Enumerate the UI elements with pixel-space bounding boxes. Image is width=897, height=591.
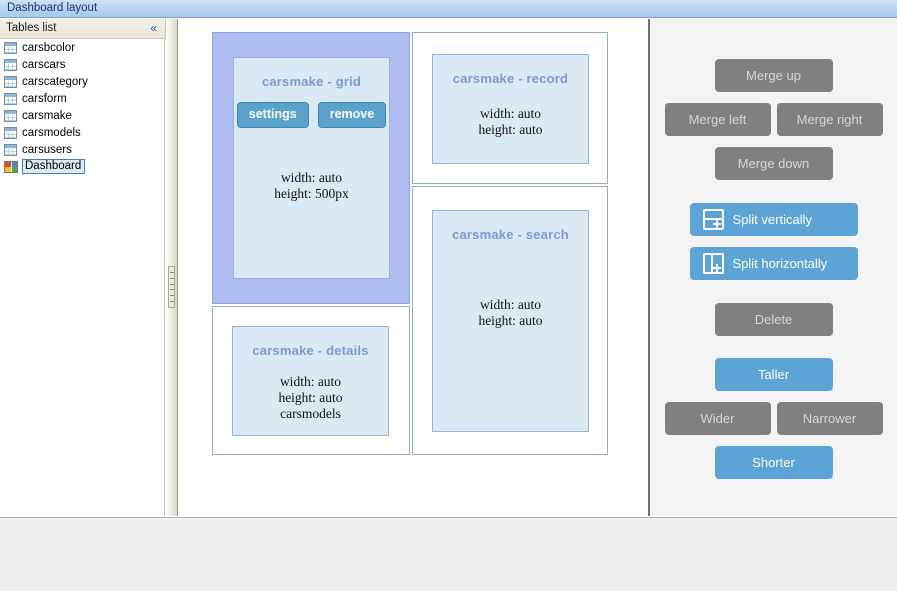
split-vertically-button[interactable]: Split vertically (689, 203, 858, 236)
widget-meta: width: auto height: auto carsmodels (233, 374, 388, 422)
widget-meta-width: width: auto (280, 169, 343, 185)
widget-carsmake-grid[interactable]: carsmake - grid settings remove width: a… (233, 57, 390, 279)
delete-row: Delete (650, 303, 897, 336)
chevron-double-left-icon[interactable]: « (150, 21, 157, 35)
tables-list[interactable]: carsbcolor carscars carscategory carsform ca… (0, 39, 165, 516)
widget-settings-button[interactable]: settings (236, 102, 309, 128)
widget-meta: width: auto height: auto (433, 106, 588, 138)
bottom-toolbar: Project << Back Next >> Build Help Close (0, 517, 897, 591)
split-horizontally-label: Split horizontally (732, 256, 828, 271)
widget-meta-height: height: 500px (274, 185, 349, 201)
tables-list-item-carsusers[interactable]: carsusers (0, 141, 164, 158)
tables-list-item-label: carsform (22, 92, 67, 105)
tables-list-item-dashboard[interactable]: Dashboard (0, 158, 164, 175)
split-horizontally-button[interactable]: Split horizontally (689, 247, 858, 280)
shorter-button[interactable]: Shorter (714, 446, 833, 479)
widget-meta-height: height: auto (478, 313, 543, 328)
dashboard-icon (4, 160, 18, 173)
layout-cell-search[interactable]: carsmake - search width: auto height: au… (412, 186, 608, 455)
delete-button[interactable]: Delete (714, 303, 833, 336)
widget-meta-width: width: auto (479, 106, 542, 121)
merge-down-row: Merge down (650, 147, 897, 180)
table-icon (4, 109, 17, 122)
tables-list-item-label: carsbcolor (22, 41, 76, 54)
narrower-button[interactable]: Narrower (776, 402, 883, 435)
table-icon (4, 92, 17, 105)
widget-title: carsmake - details (252, 343, 369, 358)
layout-cell-record[interactable]: carsmake - record width: auto height: au… (412, 32, 608, 184)
tools-panel: Merge up Merge left Merge right Merge do… (650, 19, 897, 516)
tables-list-item-label: carsmodels (22, 126, 81, 139)
widget-meta: width: auto height: 500px (234, 170, 389, 202)
merge-down-button[interactable]: Merge down (714, 147, 833, 180)
window-title: Dashboard layout (7, 2, 98, 14)
widget-meta-height: height: auto (478, 122, 543, 137)
widget-title: carsmake - grid (261, 74, 362, 89)
tables-list-item-carsmake[interactable]: carsmake (0, 107, 164, 124)
tables-list-item-label: carsmake (22, 109, 72, 122)
table-icon (4, 58, 17, 71)
tables-list-title: Tables list (6, 22, 57, 34)
widget-title: carsmake - record (452, 71, 569, 86)
layout-cell-grid[interactable]: carsmake - grid settings remove width: a… (212, 32, 410, 304)
table-icon (4, 75, 17, 88)
window-titlebar: Dashboard layout (0, 0, 897, 18)
merge-left-button[interactable]: Merge left (664, 103, 771, 136)
split-vertically-icon (702, 209, 724, 230)
tables-list-item-carsbcolor[interactable]: carsbcolor (0, 39, 164, 56)
sidebar-splitter[interactable] (166, 19, 178, 516)
widget-meta: width: auto height: auto (433, 297, 588, 329)
split-horizontally-row: Split horizontally (650, 247, 897, 280)
tables-list-sidebar: Tables list « carsbcolor carscars carscate… (0, 19, 166, 516)
table-icon (4, 143, 17, 156)
tables-list-item-label: carscategory (22, 75, 88, 88)
tables-list-item-carscategory[interactable]: carscategory (0, 73, 164, 90)
widget-meta-width: width: auto (279, 374, 342, 389)
split-horizontally-icon (702, 253, 724, 274)
table-icon (4, 126, 17, 139)
widget-remove-button[interactable]: remove (317, 102, 387, 128)
widget-meta-width: width: auto (479, 297, 542, 312)
merge-right-button[interactable]: Merge right (776, 103, 883, 136)
widget-carsmake-record[interactable]: carsmake - record width: auto height: au… (432, 54, 589, 164)
widget-meta-source: carsmodels (280, 406, 341, 421)
tables-list-item-label: carscars (22, 58, 66, 71)
tables-list-item-carsmodels[interactable]: carsmodels (0, 124, 164, 141)
taller-row: Taller (650, 358, 897, 391)
widget-carsmake-details[interactable]: carsmake - details width: auto height: a… (232, 326, 389, 436)
tables-list-header: Tables list « (0, 19, 166, 39)
tables-list-item-carsform[interactable]: carsform (0, 90, 164, 107)
tables-list-item-label: carsusers (22, 143, 72, 156)
tables-list-item-carscars[interactable]: carscars (0, 56, 164, 73)
split-vertically-row: Split vertically (650, 203, 897, 236)
table-icon (4, 41, 17, 54)
split-vertically-label: Split vertically (732, 212, 812, 227)
merge-up-row: Merge up (650, 59, 897, 92)
tables-list-item-label: Dashboard (22, 159, 86, 174)
merge-lr-row: Merge left Merge right (650, 103, 897, 136)
splitter-grip[interactable] (168, 266, 175, 308)
widget-title: carsmake - search (452, 227, 569, 242)
wider-button[interactable]: Wider (664, 402, 771, 435)
widget-carsmake-search[interactable]: carsmake - search width: auto height: au… (432, 210, 589, 432)
layout-canvas[interactable]: carsmake - grid settings remove width: a… (179, 19, 648, 516)
wider-narrower-row: Wider Narrower (650, 402, 897, 435)
merge-up-button[interactable]: Merge up (714, 59, 833, 92)
widget-meta-height: height: auto (278, 390, 343, 405)
taller-button[interactable]: Taller (714, 358, 833, 391)
layout-cell-details[interactable]: carsmake - details width: auto height: a… (212, 306, 410, 455)
shorter-row: Shorter (650, 446, 897, 479)
widget-button-row: settings remove (234, 102, 389, 128)
canvas-tools-divider (648, 19, 650, 516)
